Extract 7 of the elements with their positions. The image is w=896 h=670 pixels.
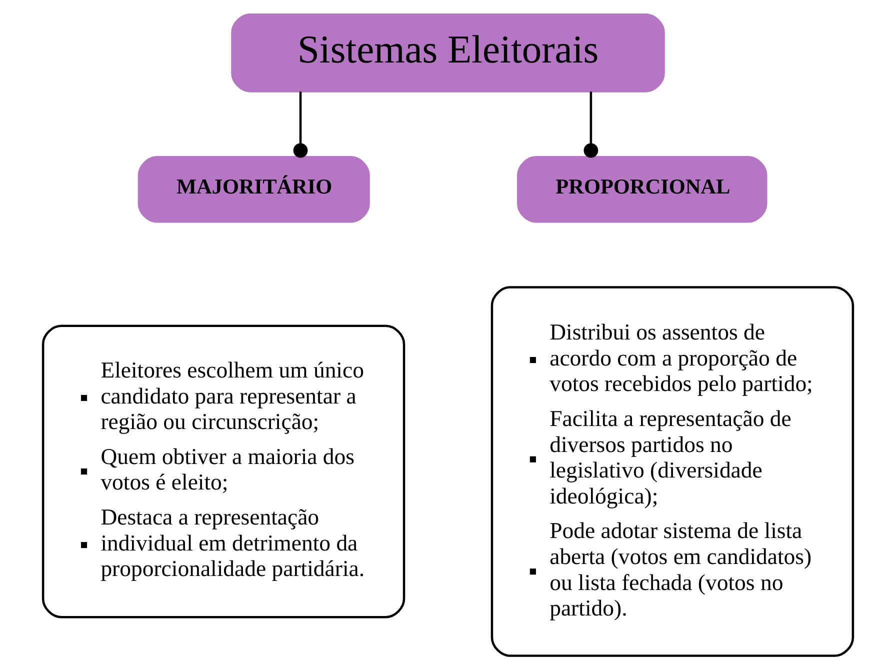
node-box: Sistemas Eleitorais xyxy=(231,13,665,92)
node-box: PROPORCIONAL xyxy=(517,156,768,223)
node-box: Eleitores escolhem um único candidato para representar a região ou circunscrição; Quem obtiver a maioria dos votos é eleito; Destaca a representação individual em detrimento da proporcionalidade partidária. xyxy=(42,324,406,618)
node-box: MAJORITÁRIO xyxy=(138,156,370,223)
connector xyxy=(584,92,598,158)
connector xyxy=(293,92,308,158)
node-box: Distribui os assentos de acordo com a proporção de votos recebidos pelo partido; Facilita a representação de diversos partidos no legislativo (diversidade ideológica); Pode adotar sistema de lista aberta (votos em candidatos) ou lista fechada (votos no partido). xyxy=(490,286,854,657)
